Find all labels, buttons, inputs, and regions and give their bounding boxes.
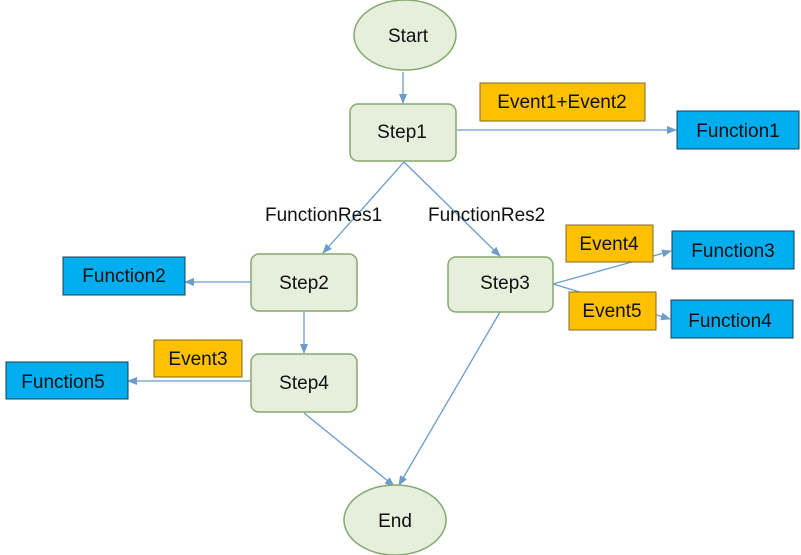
event4-box: Event4 [565,224,654,263]
function2-label: Function2 [82,266,165,287]
event1-event2-label: Event1+Event2 [497,92,626,113]
function5-label: Function5 [21,372,104,393]
step2-label: Step2 [279,273,329,294]
function2-box: Function2 [62,256,186,296]
step1-label: Step1 [377,122,427,143]
event3-rect [153,339,243,378]
function1-rect [676,110,800,150]
step4-label: Step4 [279,373,329,394]
event4-rect [565,224,654,263]
function4-label: Function4 [688,311,772,332]
event1-event2-rect [479,82,646,122]
function-res2-label: FunctionRes2 [428,205,545,226]
step4-box [250,353,358,413]
end-label: End [378,511,412,532]
arrow-step3-to-end [398,311,501,486]
end-node: End [343,484,447,555]
function-res1-label: FunctionRes1 [265,205,382,226]
event4-label: Event4 [579,234,639,255]
function4-rect [670,299,794,339]
step1-box [349,103,457,162]
arrow-step4-to-end [303,412,395,487]
step3-node: Step3 [447,256,554,313]
start-node: Start [353,0,457,71]
function5-box: Function5 [5,361,129,400]
arrow-step1-to-step2 [322,161,405,254]
event5-rect [568,291,657,331]
step2-box [250,253,358,312]
function5-rect [5,361,129,400]
end-ellipse [343,484,447,555]
event5-label: Event5 [582,301,641,322]
event5-box: Event5 [568,291,657,331]
step4-node: Step4 [250,353,358,413]
step2-node: Step2 [250,253,358,312]
step3-box [447,256,554,313]
function1-label: Function1 [696,121,779,142]
step3-label: Step3 [480,273,530,294]
start-ellipse [353,0,457,71]
event3-label: Event3 [168,349,227,370]
event1-event2-box: Event1+Event2 [479,82,646,122]
start-label: Start [388,26,429,47]
function3-label: Function3 [691,241,774,262]
function1-box: Function1 [676,110,800,150]
arrow-step1-to-step3 [403,161,501,257]
function3-rect [671,230,795,270]
step1-node: Step1 [349,103,457,162]
function3-box: Function3 [671,230,795,270]
function2-rect [62,256,186,296]
event3-box: Event3 [153,339,243,378]
function4-box: Function4 [670,299,794,339]
